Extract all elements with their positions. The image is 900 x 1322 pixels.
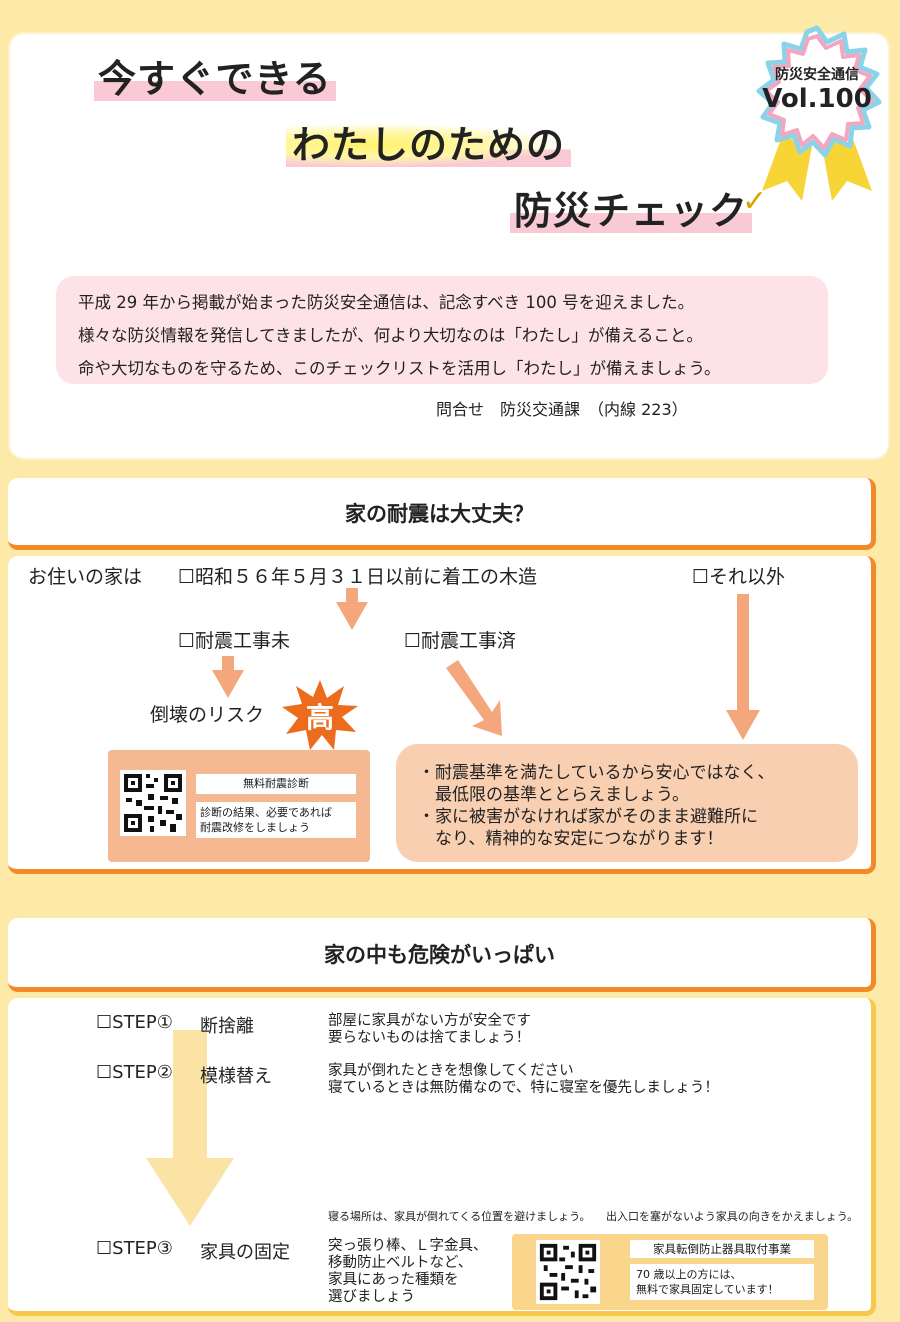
- step-2-desc-line: 寝ているときは無防備なので、特に寝室を優先しましょう！: [328, 1080, 719, 1096]
- qr-code-icon[interactable]: [120, 770, 186, 836]
- badge-rosette-icon: [756, 25, 882, 201]
- safety-line-3: ・家に被害がなければ家がそのまま避難所に: [418, 807, 758, 827]
- arrow-down-icon: [726, 594, 760, 740]
- diagnosis-description: 診断の結果、必要であれば 耐震改修をしましょう: [196, 802, 356, 838]
- step-3-name: 家具の固定: [200, 1242, 290, 1263]
- title-line-2: わたしのための: [286, 114, 571, 169]
- arrow-down-icon: [336, 588, 368, 630]
- intro-line-2: 様々な防災情報を発信してきましたが、何より大切なのは「わたし」が備えること。: [78, 326, 703, 345]
- section-heading-home-danger: 家の中も危険がいっぱい: [8, 918, 876, 992]
- risk-level-text: 高: [305, 701, 334, 734]
- step-2-description: 家具が倒れたときを想像してください 寝ているときは無防備なので、特に寝室を優先し…: [328, 1063, 719, 1097]
- checkbox-step-3[interactable]: ☐STEP③: [96, 1238, 173, 1259]
- diagnosis-title: 無料耐震診断: [196, 774, 356, 794]
- intro-line-3: 命や大切なものを守るため、このチェックリストを活用し「わたし」が備えましょう。: [78, 359, 721, 378]
- step-3-desc-line: 選びましょう: [328, 1289, 415, 1305]
- safety-line-4: なり、精神的な安定につながります！: [418, 829, 724, 849]
- safety-line-1: ・耐震基準を満たしているから安心ではなく、: [418, 763, 775, 783]
- safety-note-box: ・耐震基準を満たしているから安心ではなく、 最低限の基準ととらえましょう。 ・家…: [396, 744, 858, 862]
- step-3-desc-line: 突っ張り棒、Ｌ字金具、: [328, 1238, 488, 1254]
- intro-line-1: 平成 29 年から掲載が始まった防災安全通信は、記念すべき 100 号を迎えまし…: [78, 293, 695, 312]
- safety-line-2: 最低限の基準ととらえましょう。: [418, 785, 689, 805]
- checkbox-step-2[interactable]: ☐STEP②: [96, 1062, 173, 1083]
- furniture-fixing-card: 家具転倒防止器具取付事業 70 歳以上の方には、 無料で家具固定しています！: [512, 1234, 828, 1310]
- vol-badge: 防災安全通信 Vol.100: [742, 16, 892, 206]
- checkbox-old-wooden[interactable]: ☐昭和５６年５月３１日以前に着工の木造: [178, 566, 538, 588]
- step-1-name: 断捨離: [200, 1016, 254, 1037]
- step-3-desc-line: 移動防止ベルトなど、: [328, 1255, 473, 1271]
- checkbox-not-reinforced[interactable]: ☐耐震工事未: [178, 630, 291, 652]
- qr-code-icon[interactable]: [536, 1240, 600, 1304]
- diagnosis-desc-line-1: 診断の結果、必要であれば: [200, 806, 332, 819]
- diagnosis-desc-line-2: 耐震改修をしましょう: [200, 821, 310, 834]
- step-1-desc-line: 部屋に家具がない方が安全です: [328, 1013, 531, 1029]
- furniture-desc-line-2: 無料で家具固定しています！: [636, 1283, 779, 1296]
- checkbox-reinforced[interactable]: ☐耐震工事済: [404, 630, 517, 652]
- checkbox-other[interactable]: ☐それ以外: [692, 566, 786, 588]
- furniture-program-description: 70 歳以上の方には、 無料で家具固定しています！: [630, 1264, 814, 1300]
- risk-level-badge: 高: [282, 680, 358, 750]
- step-3-description: 突っ張り棒、Ｌ字金具、 移動防止ベルトなど、 家具にあった種類を 選びましょう: [328, 1238, 488, 1306]
- contact-info: 問合せ 防災交通課 （内線 223）: [436, 400, 688, 419]
- intro-box: 平成 29 年から掲載が始まった防災安全通信は、記念すべき 100 号を迎えまし…: [56, 276, 828, 384]
- step-2-name: 模様替え: [200, 1066, 272, 1087]
- exit-placement-note: 出入口を塞がないよう家具の向きをかえましょう。: [606, 1210, 859, 1223]
- furniture-program-title: 家具転倒防止器具取付事業: [630, 1240, 814, 1258]
- badge-label: 防災安全通信: [775, 67, 859, 83]
- title-line-1: 今すぐできる: [94, 48, 336, 103]
- flow-arrows: [212, 588, 760, 740]
- big-arrow-down-icon: [146, 1030, 234, 1226]
- checkbox-step-1[interactable]: ☐STEP①: [96, 1012, 173, 1033]
- risk-label: 倒壊のリスク: [150, 704, 265, 726]
- header-panel: [10, 34, 888, 458]
- step-1-description: 部屋に家具がない方が安全です 要らないものは捨てましょう！: [328, 1013, 531, 1047]
- step-1-desc-line: 要らないものは捨てましょう！: [328, 1030, 531, 1046]
- bed-placement-note: 寝る場所は、家具が倒れてくる位置を避けましょう。: [328, 1210, 591, 1223]
- step-3-desc-line: 家具にあった種類を: [328, 1272, 459, 1288]
- burst-icon: [282, 680, 358, 750]
- badge-volume: Vol.100: [762, 84, 872, 114]
- section-heading-earthquake: 家の耐震は大丈夫？: [8, 478, 876, 550]
- step-2-desc-line: 家具が倒れたときを想像してください: [328, 1063, 574, 1079]
- arrow-down-icon: [212, 656, 244, 698]
- title-line-3: 防災チェック: [510, 180, 753, 235]
- diagnosis-card: 無料耐震診断 診断の結果、必要であれば 耐震改修をしましょう: [108, 750, 370, 862]
- furniture-desc-line-1: 70 歳以上の方には、: [636, 1268, 742, 1281]
- question-label: お住いの家は: [28, 566, 143, 588]
- arrow-diagonal-icon: [446, 660, 502, 736]
